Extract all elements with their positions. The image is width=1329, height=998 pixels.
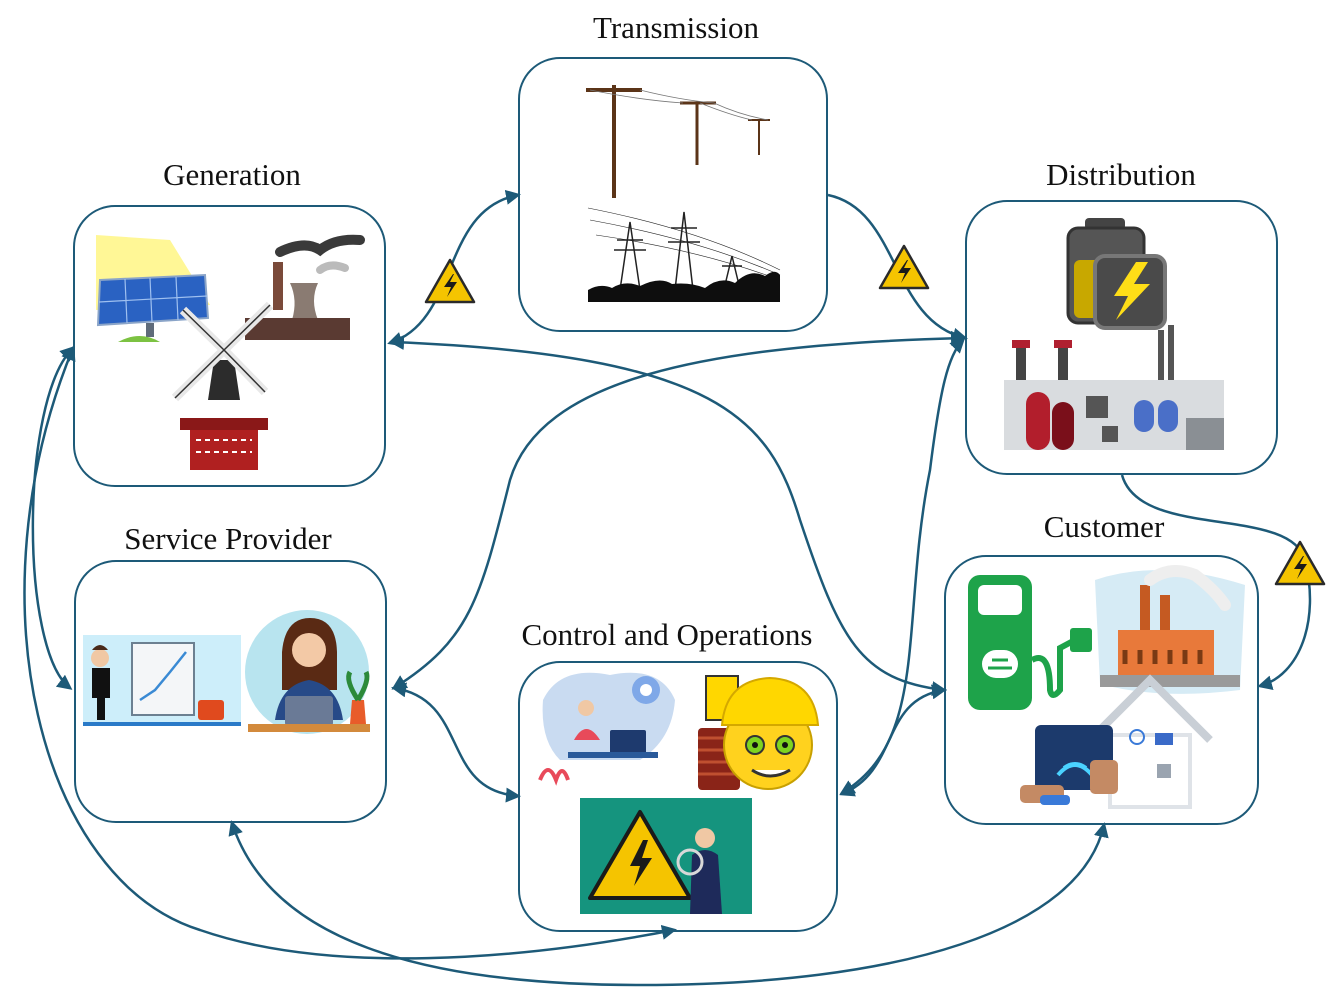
windmill-icon	[171, 301, 274, 470]
presenter-icon	[83, 635, 241, 726]
power-pylon-icon	[587, 207, 781, 291]
edge-generation-control	[23, 345, 677, 960]
utility-pole-icon	[586, 85, 770, 198]
hard-hat-emoji-icon	[698, 675, 820, 790]
node-title-control-operations: Control and Operations	[521, 617, 813, 652]
industrial-plant-icon	[1004, 325, 1224, 450]
node-box-generation	[73, 205, 386, 487]
edge-serviceprovider-customer	[228, 820, 1109, 987]
node-title-generation: Generation	[163, 157, 301, 192]
edge-serviceprovider-control	[391, 682, 521, 803]
office-worker-icon	[245, 610, 370, 734]
edge-control-customer	[839, 684, 947, 797]
solar-panel-icon	[96, 235, 210, 342]
node-box-service-provider	[74, 560, 387, 823]
node-box-customer	[944, 555, 1259, 825]
high-voltage-warning-icon	[878, 244, 930, 290]
node-title-distribution: Distribution	[1046, 157, 1196, 192]
high-voltage-warning-icon	[424, 258, 476, 304]
node-title-service-provider: Service Provider	[124, 521, 332, 556]
smart-home-icon	[1020, 674, 1213, 809]
high-voltage-warning-icon	[1274, 540, 1326, 586]
node-box-transmission	[518, 57, 828, 332]
node-title-transmission: Transmission	[593, 10, 759, 45]
node-box-control-operations	[518, 661, 838, 932]
battery-icon	[1066, 218, 1167, 330]
edge-generation-serviceprovider	[31, 345, 76, 690]
electrician-warning-icon	[580, 798, 752, 914]
ev-charger-icon	[968, 575, 1092, 710]
node-box-distribution	[965, 200, 1278, 475]
node-title-customer: Customer	[1043, 509, 1165, 544]
operator-desk-icon	[538, 672, 675, 786]
